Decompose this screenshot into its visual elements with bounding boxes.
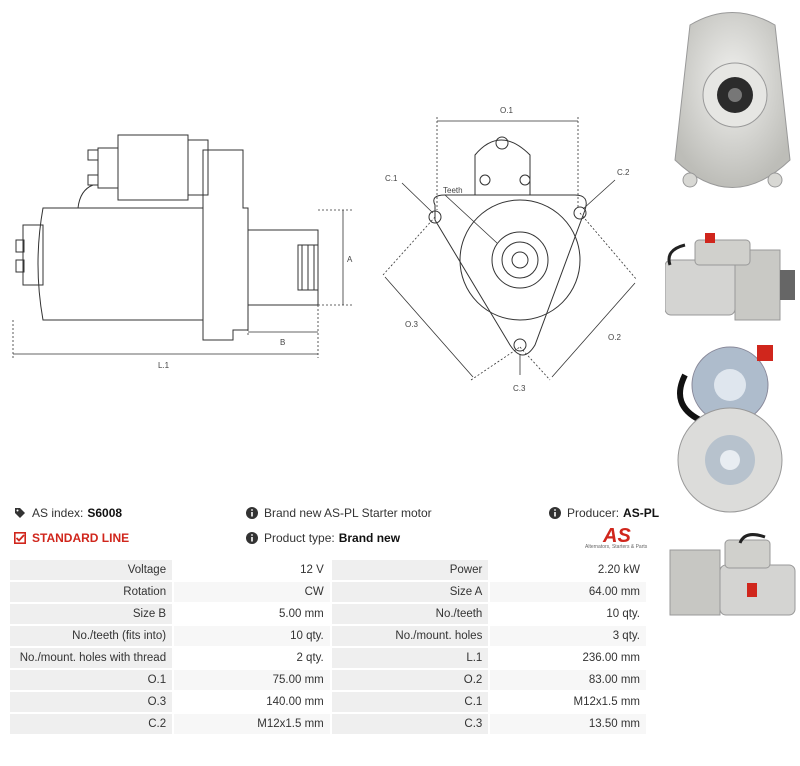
dim-o2-label: O.2 (608, 333, 621, 342)
tag-icon (15, 508, 25, 518)
teeth-label: Teeth (443, 186, 463, 195)
dim-o3-label: O.3 (405, 320, 418, 329)
spec-label: C.3 (331, 714, 489, 734)
spec-value: 12 V (174, 560, 330, 580)
side-view-drawing: L.1 B A (12, 134, 353, 370)
spec-label: No./mount. holes with thread (10, 648, 173, 668)
dim-c3-label: C.3 (513, 384, 526, 393)
as-pl-logo: AS (602, 525, 631, 547)
spec-label: C.1 (331, 692, 489, 712)
spec-label: O.1 (10, 670, 173, 690)
spec-value: M12x1.5 mm (174, 714, 330, 734)
spec-label: O.3 (10, 692, 173, 712)
producer-value: AS-PL (623, 506, 660, 520)
as-index-label: AS index: (32, 506, 84, 520)
dim-c2-label: C.2 (617, 168, 630, 177)
spec-label: No./teeth (fits into) (10, 626, 173, 646)
info-icon (549, 507, 561, 519)
spec-value: 2.20 kW (490, 560, 646, 580)
spec-label: L.1 (331, 648, 489, 668)
dim-a-label: A (347, 255, 353, 264)
line-info: STANDARD LINE (14, 531, 129, 545)
product-photo-front (665, 0, 800, 215)
spec-value: 13.50 mm (490, 714, 646, 734)
description-text: Brand new AS-PL Starter motor (264, 506, 432, 520)
spec-value: 140.00 mm (174, 692, 330, 712)
spec-value: 75.00 mm (174, 670, 330, 690)
spec-label: Size B (10, 604, 173, 624)
product-photo-rear (665, 330, 800, 515)
spec-value: 2 qty. (174, 648, 330, 668)
dim-c1-label: C.1 (385, 174, 398, 183)
spec-value: 236.00 mm (490, 648, 646, 668)
product-type-value: Brand new (338, 531, 401, 545)
spec-value: 83.00 mm (490, 670, 646, 690)
spec-label: No./teeth (331, 604, 489, 624)
as-index-info: AS index: S6008 (14, 506, 122, 520)
spec-value: M12x1.5 mm (490, 692, 646, 712)
spec-label: Power (331, 560, 489, 580)
logo-text: AS (602, 525, 631, 547)
front-view-drawing: O.1 O.2 O.3 C.1 C.2 C.3 Teeth (382, 106, 638, 393)
spec-label: No./mount. holes (331, 626, 489, 646)
spec-value: 3 qty. (490, 626, 646, 646)
product-photo-angled (665, 525, 800, 625)
checkbox-checked-icon (14, 532, 26, 544)
producer-label: Producer: (567, 506, 620, 520)
spec-value: 10 qty. (174, 626, 330, 646)
spec-value: CW (174, 582, 330, 602)
description-info: Brand new AS-PL Starter motor (246, 506, 432, 520)
spec-value: 10 qty. (490, 604, 646, 624)
standard-line-label: STANDARD LINE (32, 531, 130, 545)
spec-label: O.2 (331, 670, 489, 690)
logo-tagline: Alternators, Starters & Parts (585, 544, 648, 550)
dim-o1-label: O.1 (500, 106, 513, 115)
dim-b-label: B (280, 338, 285, 347)
spec-row: No./teeth (fits into)10 qty.No./mount. h… (10, 626, 646, 646)
product-type-info: Product type: Brand new (246, 531, 400, 545)
spec-label: Rotation (10, 582, 173, 602)
product-type-label: Product type: (264, 531, 335, 545)
producer-info: Producer: AS-PL (549, 506, 659, 520)
spec-label: Voltage (10, 560, 173, 580)
spec-value: 64.00 mm (490, 582, 646, 602)
info-icon (246, 532, 258, 544)
as-index-value: S6008 (87, 506, 123, 520)
product-photo-side (665, 225, 800, 325)
spec-value: 5.00 mm (174, 604, 330, 624)
dim-l1-label: L.1 (158, 361, 170, 370)
spec-label: Size A (331, 582, 489, 602)
spec-label: C.2 (10, 714, 173, 734)
info-icon (246, 507, 258, 519)
